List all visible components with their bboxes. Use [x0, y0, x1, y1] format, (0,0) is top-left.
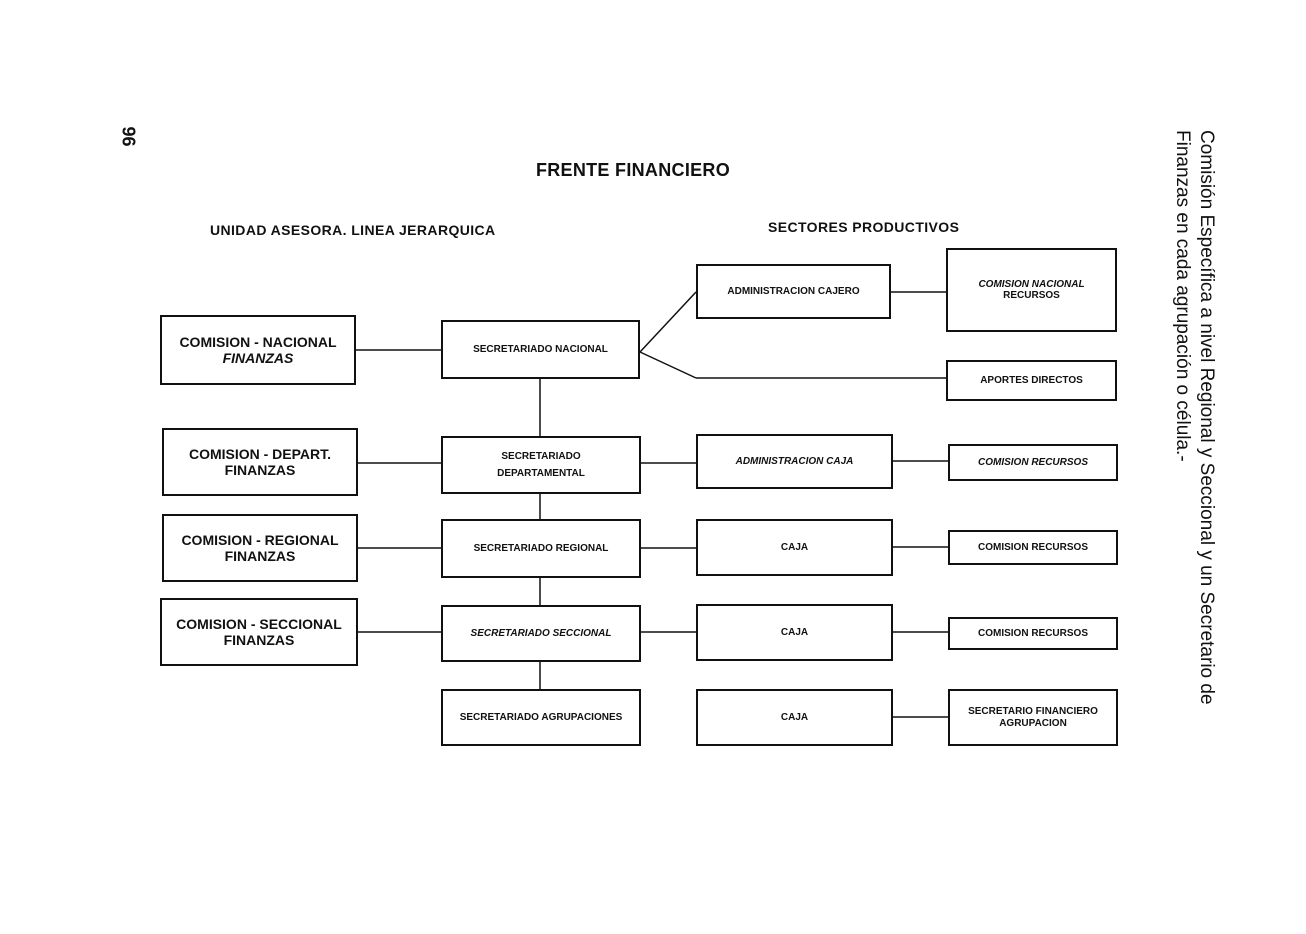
box-line-1: COMISION - DEPART. — [188, 445, 332, 462]
box-secretario-financiero: SECRETARIO FINANCIERO AGRUPACION — [948, 689, 1118, 746]
box-administracion-caja: ADMINISTRACION CAJA — [696, 434, 893, 489]
box-secretariado-departamental: SECRETARIADO DEPARTAMENTAL — [441, 436, 641, 494]
box-secretariado-regional: SECRETARIADO REGIONAL — [441, 519, 641, 578]
box-line-1: SECRETARIO FINANCIERO — [968, 706, 1098, 717]
box-comision-nacional-recursos: COMISION NACIONAL RECURSOS — [946, 248, 1117, 332]
box-comision-depart: COMISION - DEPART. FINANZAS — [162, 428, 358, 496]
box-line-1: SECRETARIADO — [501, 450, 581, 462]
box-line-1: COMISION - NACIONAL — [179, 333, 337, 350]
box-secretariado-agrupaciones: SECRETARIADO AGRUPACIONES — [441, 689, 641, 746]
box-line-1: COMISION - SECCIONAL — [176, 615, 342, 632]
box-line-1: COMISION - REGIONAL — [181, 531, 339, 548]
box-administracion-cajero: ADMINISTRACION CAJERO — [696, 264, 891, 319]
box-comision-nacional: COMISION - NACIONAL FINANZAS — [160, 315, 356, 385]
diagram-title: FRENTE FINANCIERO — [0, 160, 1306, 181]
box-caja-regional: CAJA — [696, 519, 893, 576]
box-line-2: FINANZAS — [223, 632, 295, 648]
box-label: ADMINISTRACION CAJERO — [727, 285, 860, 297]
box-comision-recursos-2: COMISION RECURSOS — [948, 530, 1118, 565]
box-label: CAJA — [780, 626, 809, 638]
box-line-1: COMISION RECURSOS — [977, 627, 1088, 639]
box-secretariado-seccional: SECRETARIADO SECCIONAL — [441, 605, 641, 662]
box-line-1: SECRETARIADO SECCIONAL — [470, 627, 612, 639]
box-line-1: SECRETARIADO NACIONAL — [473, 343, 608, 355]
box-line-2: FINANZAS — [222, 350, 294, 366]
box-label: CAJA — [780, 541, 809, 553]
box-comision-recursos-1: COMISION RECURSOS — [948, 444, 1118, 481]
box-secretariado-nacional: SECRETARIADO NACIONAL — [441, 320, 640, 379]
box-label: ADMINISTRACION CAJA — [735, 455, 854, 467]
box-line-2: FINANZAS — [224, 462, 296, 478]
box-line-1: APORTES DIRECTOS — [980, 374, 1083, 386]
box-line-1: COMISION RECURSOS — [977, 541, 1088, 553]
box-caja-seccional: CAJA — [696, 604, 893, 661]
box-line-2: FINANZAS — [224, 548, 296, 564]
box-caja-agrupaciones: CAJA — [696, 689, 893, 746]
box-line-1: SECRETARIADO AGRUPACIONES — [459, 711, 623, 723]
connector-nacional-cajero — [639, 291, 697, 353]
box-line-1: COMISION RECURSOS — [977, 456, 1088, 468]
box-label: CAJA — [780, 711, 809, 723]
box-comision-seccional: COMISION - SECCIONAL FINANZAS — [160, 598, 358, 666]
box-comision-recursos-3: COMISION RECURSOS — [948, 617, 1118, 650]
box-line-2: DEPARTAMENTAL — [497, 468, 585, 479]
box-comision-regional: COMISION - REGIONAL FINANZAS — [162, 514, 358, 582]
left-heading: UNIDAD ASESORA. LINEA JERARQUICA — [210, 222, 496, 238]
diagram-title-text: FRENTE FINANCIERO — [535, 160, 731, 180]
box-line-2: RECURSOS — [1003, 290, 1060, 301]
box-line-2: AGRUPACION — [999, 717, 1067, 729]
right-heading: SECTORES PRODUCTIVOS — [768, 219, 960, 235]
box-aportes-directos: APORTES DIRECTOS — [946, 360, 1117, 401]
box-line-1: COMISION NACIONAL — [978, 278, 1085, 290]
box-line-1: SECRETARIADO REGIONAL — [473, 542, 609, 554]
connector-nacional-aportes-a — [639, 351, 697, 379]
